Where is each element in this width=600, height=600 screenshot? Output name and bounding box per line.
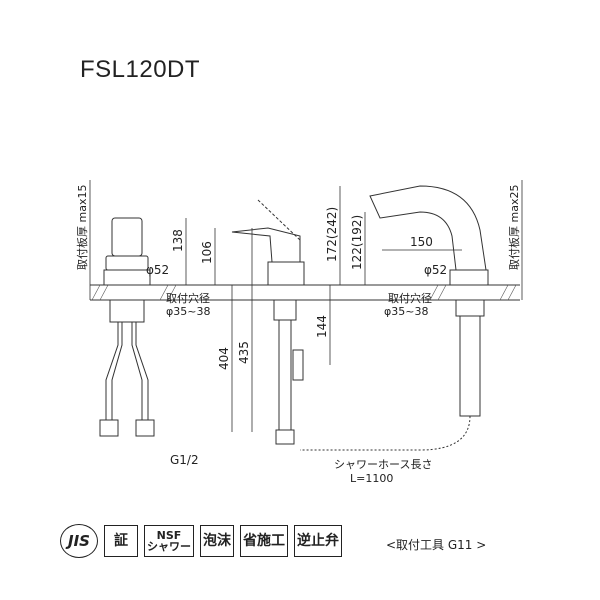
dim-122: 122(192) — [350, 215, 364, 270]
left-front-view — [99, 217, 155, 437]
plate-thickness-right-label: 取付板厚 max25 — [507, 185, 521, 270]
jis-badge: JIS — [60, 524, 98, 558]
hose-length-label-2: L=1100 — [350, 472, 393, 485]
hose-length-label-1: シャワーホース長さ — [334, 458, 432, 471]
dim-150: 150 — [410, 235, 433, 249]
right-shower-view — [300, 185, 489, 451]
dim-106: 106 — [200, 241, 214, 264]
hole-right-label-1: 取付穴径 — [388, 291, 432, 305]
dim-144: 144 — [315, 315, 329, 338]
model-number: FSL120DT — [80, 56, 201, 83]
counter-surface — [90, 284, 520, 301]
dimension-lines — [89, 180, 523, 432]
dim-172: 172(242) — [325, 207, 339, 262]
hole-left-label-1: 取付穴径 — [166, 291, 210, 305]
dim-435: 435 — [237, 341, 251, 364]
install-tool-label: <取付工具 G11 > — [386, 538, 487, 552]
dim-404: 404 — [217, 347, 231, 370]
foam-badge: 泡沫 — [200, 525, 234, 557]
certification-badges: JIS 証 NSF シャワー 泡沫 省施工 逆止弁 — [60, 524, 342, 558]
nsf-badge-top: NSF — [156, 529, 182, 542]
nsf-badge-bottom: シャワー — [147, 540, 191, 553]
certified-badge: 証 — [104, 525, 138, 557]
thread-label: G1/2 — [170, 453, 199, 467]
dim-138: 138 — [171, 229, 185, 252]
easy-install-badge: 省施工 — [240, 525, 288, 557]
hole-right-label-2: φ35~38 — [384, 305, 428, 318]
plate-thickness-left-label: 取付板厚 max15 — [75, 185, 89, 270]
check-valve-badge: 逆止弁 — [294, 525, 342, 557]
middle-side-view — [231, 199, 305, 445]
hole-left-label-2: φ35~38 — [166, 305, 210, 318]
diameter-left-label: φ52 — [146, 263, 169, 277]
nsf-shower-badge: NSF シャワー — [144, 525, 194, 557]
diameter-right-label: φ52 — [424, 263, 447, 277]
